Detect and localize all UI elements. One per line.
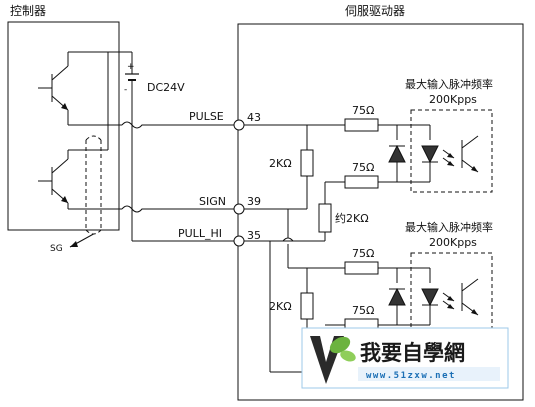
watermark-url: www.51zxw.net	[366, 371, 456, 381]
driver-title: 伺服驱动器	[345, 4, 405, 18]
resistor-2k-top-label: 2KΩ	[269, 157, 292, 170]
optocoupler-box-bottom	[410, 252, 493, 336]
resistor-75-bottom-2-label: 75Ω	[352, 304, 374, 317]
resistor-2k-bottom-label: 2KΩ	[269, 300, 292, 313]
controller-wiring	[67, 51, 132, 210]
freq-bottom-line1: 最大输入脉冲频率	[405, 220, 493, 234]
signal-lines	[121, 121, 234, 242]
shield-cable	[69, 135, 102, 248]
svg-text:-: -	[124, 85, 127, 95]
controller-title: 控制器	[10, 4, 46, 18]
terminal-pulse	[233, 119, 245, 131]
resistor-75-top-2-label: 75Ω	[352, 161, 374, 174]
terminal-sign	[233, 203, 245, 215]
driver-wiring-top	[244, 124, 431, 242]
pin-sign-number: 39	[247, 195, 261, 208]
terminal-pull-hi	[233, 235, 245, 247]
pin-pulse-number: 43	[247, 111, 261, 124]
resistor-2k-top	[300, 149, 314, 177]
pin-pull-hi-name: PULL_HI	[178, 227, 222, 240]
transistor-top	[38, 65, 69, 111]
pin-sign-name: SIGN	[199, 195, 226, 208]
resistor-pullup	[318, 203, 332, 233]
freq-top-line2: 200Kpps	[429, 93, 477, 106]
resistor-pullup-label: 约2KΩ	[335, 212, 369, 225]
watermark: 我要自學網 www.51zxw.net	[301, 327, 509, 389]
freq-bottom-line2: 200Kpps	[429, 236, 477, 249]
supply-label: DC24V	[147, 81, 185, 94]
optocoupler-led-bottom	[421, 288, 455, 310]
transistor-bottom	[38, 158, 69, 204]
diode-top-reverse	[388, 144, 406, 163]
svg-text:+: +	[127, 62, 135, 72]
pin-pull-hi-number: 35	[247, 229, 261, 242]
resistor-75-top-1	[344, 118, 379, 132]
resistor-75-top-1-label: 75Ω	[352, 104, 374, 117]
resistor-75-bottom-1	[344, 261, 379, 275]
dc24v-supply: + -	[124, 52, 139, 241]
freq-top-line1: 最大输入脉冲频率	[405, 77, 493, 91]
optocoupler-box-top	[410, 109, 493, 193]
watermark-title: 我要自學網	[360, 341, 465, 365]
controller-box	[7, 21, 120, 231]
resistor-75-bottom-1-label: 75Ω	[352, 247, 374, 260]
resistor-2k-bottom	[300, 292, 314, 320]
resistor-75-top-2	[344, 175, 379, 189]
phototransistor-bottom	[461, 278, 479, 316]
diode-bottom-reverse	[388, 287, 406, 306]
watermark-logo	[310, 336, 356, 384]
ground-label: SG	[50, 244, 63, 254]
optocoupler-led-top	[421, 145, 455, 167]
phototransistor-top	[461, 135, 479, 173]
pin-pulse-name: PULSE	[189, 110, 224, 123]
